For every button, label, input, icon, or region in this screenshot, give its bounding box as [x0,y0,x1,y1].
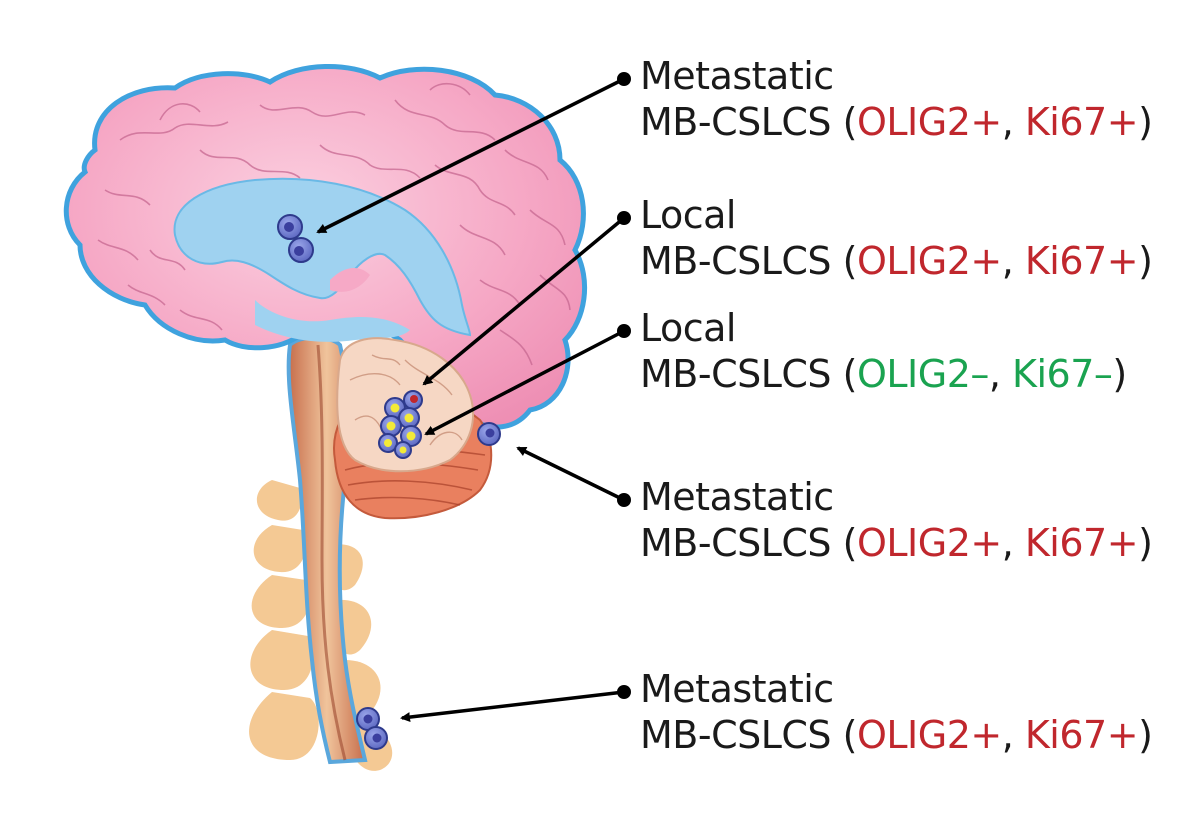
label-local-negative: Local MB-CSLCS (OLIG2–, Ki67–) [640,305,1127,397]
label-metastatic-spine: Metastatic MB-CSLCS (OLIG2+, Ki67+) [640,666,1153,758]
marker-ki67: Ki67+ [1024,239,1139,283]
label-markers: MB-CSLCS (OLIG2+, Ki67+) [640,239,1153,283]
marker-olig2: OLIG2+ [856,239,1002,283]
ventricle [173,177,472,337]
label-metastatic-surface: Metastatic MB-CSLCS (OLIG2+, Ki67+) [640,474,1153,566]
arrow-4 [516,446,631,507]
arrow-5 [400,685,631,723]
surface-cell [477,422,501,446]
arrow-2 [422,211,631,386]
marker-olig2: OLIG2+ [856,521,1002,565]
label-category: Metastatic [640,475,834,519]
marker-olig2: OLIG2– [856,352,989,396]
marker-ki67: Ki67+ [1024,521,1139,565]
label-category: Local [640,306,736,350]
label-markers: MB-CSLCS (OLIG2+, Ki67+) [640,100,1153,144]
spinal-cord-cells [356,707,388,750]
label-markers: MB-CSLCS (OLIG2+, Ki67+) [640,521,1153,565]
ventricle-cells [277,214,314,263]
label-category: Metastatic [640,54,834,98]
label-markers: MB-CSLCS (OLIG2+, Ki67+) [640,713,1153,757]
arrow-3 [424,324,631,436]
marker-olig2: OLIG2+ [856,100,1002,144]
cerebrum [63,63,588,430]
label-metastatic-ventricle: Metastatic MB-CSLCS (OLIG2+, Ki67+) [640,53,1153,145]
marker-ki67: Ki67+ [1024,713,1139,757]
marker-olig2: OLIG2+ [856,713,1002,757]
arrows [316,72,631,723]
tumor-cluster [378,390,423,459]
label-local-positive: Local MB-CSLCS (OLIG2+, Ki67+) [640,192,1153,284]
label-category: Metastatic [640,667,834,711]
label-markers: MB-CSLCS (OLIG2–, Ki67–) [640,352,1127,396]
label-category: Local [640,193,737,237]
marker-ki67: Ki67+ [1024,100,1139,144]
arrow-1 [316,72,631,234]
marker-ki67: Ki67– [1012,352,1113,396]
